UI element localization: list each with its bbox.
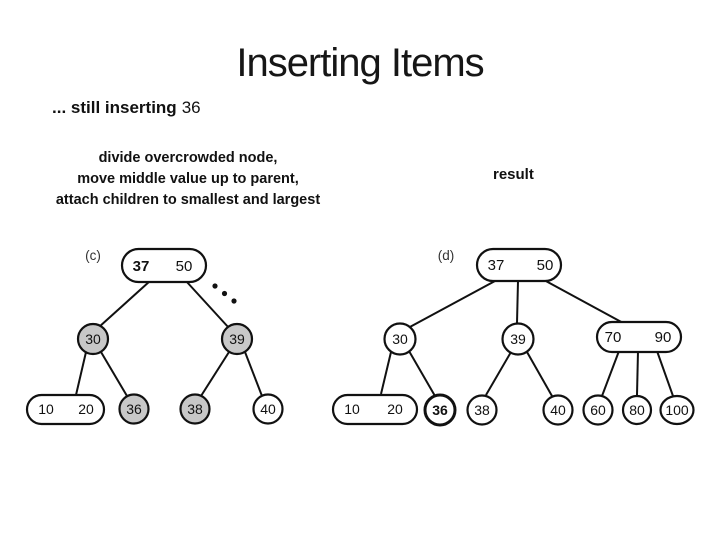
tree-c-label: (c) [85, 248, 101, 263]
tree-d-node-38: 38 [466, 394, 498, 426]
tree-d-value-90: 90 [655, 329, 672, 346]
tree-c-node-30: 30 [76, 322, 110, 356]
tree-d-value-38: 38 [474, 402, 490, 418]
edge-30-to-pill [380, 351, 392, 395]
tree-d-node-30: 30 [383, 322, 417, 356]
tree-d-circle-38 [466, 394, 498, 426]
tree-c-leaf-pill: 10 20 [25, 393, 106, 426]
instruction-line-3: attach children to smallest and largest [55, 192, 321, 208]
tree-d-circle-80 [621, 394, 653, 426]
tree-c-node-38: 38 [179, 393, 211, 425]
tree-c-circle-39 [220, 322, 254, 356]
tree-d-node-100: 100 [659, 394, 695, 426]
subtitle-value: 36 [181, 98, 201, 117]
instruction-line-1: divide overcrowded node, [98, 150, 278, 166]
tree-d-node-70-90: 70 90 [595, 320, 683, 354]
tree-d-pill-70-90 [595, 320, 683, 354]
tree-d-node-36: 36 [423, 393, 457, 427]
tree-c-ellipsis-dots [212, 283, 237, 304]
edge-root-to-39 [516, 280, 519, 324]
edge-30-to-36 [408, 350, 436, 397]
dot-icon [221, 290, 228, 297]
tree-d-node-80: 80 [621, 394, 653, 426]
tree-d-root-pill [475, 247, 563, 283]
tree-d-value-60: 60 [590, 402, 606, 418]
edge-root-to-70-90 [543, 279, 626, 325]
tree-d-circle-39 [501, 322, 535, 356]
tree-d-label: (d) [438, 248, 455, 263]
tree-c-circle-38 [179, 393, 211, 425]
tree-d-root-key-37: 37 [488, 257, 505, 274]
tree-c-value-40: 40 [260, 401, 276, 417]
tree-c-edges [75, 280, 263, 397]
tree-c-root-pill [120, 247, 208, 284]
tree-c-circle-36 [118, 393, 150, 425]
tree-d-value-80: 80 [629, 402, 645, 418]
tree-c-node-39: 39 [220, 322, 254, 356]
tree-c-value-10: 10 [38, 401, 54, 417]
tree-d-circle-100 [659, 394, 695, 426]
tree-c-value-30: 30 [85, 331, 101, 347]
instructions: divide overcrowded node, move middle val… [32, 148, 344, 211]
tree-c-node-36: 36 [118, 393, 150, 425]
tree-c-value-36: 36 [126, 401, 142, 417]
edge-30-to-36 [100, 351, 128, 397]
tree-c-node-40: 40 [252, 393, 284, 425]
tree-c-circle-30 [76, 322, 110, 356]
tree-c-pill-10-20 [25, 393, 106, 426]
tree-d-value-100: 100 [665, 402, 689, 418]
edge-root-to-30 [407, 280, 496, 329]
edge-root-to-39 [185, 280, 230, 329]
edge-39-to-38 [200, 351, 230, 397]
edge-root-to-30 [98, 280, 151, 328]
tree-d-root-node: 37 50 [475, 247, 563, 283]
tree-d-node-39: 39 [501, 322, 535, 356]
instruction-line-2: move middle value up to parent, [77, 171, 299, 187]
tree-c-circle-40 [252, 393, 284, 425]
tree-c-value-39: 39 [229, 331, 245, 347]
tree-d-leaf-pill: 10 20 [331, 393, 419, 426]
tree-c-root-node: 37 50 [120, 247, 208, 284]
tree-d-value-40: 40 [550, 402, 566, 418]
tree-d-value-36: 36 [432, 402, 448, 418]
edge-30-to-pill [75, 351, 87, 396]
tree-d-value-39: 39 [510, 331, 526, 347]
tree-d-value-70: 70 [605, 329, 622, 346]
edge-70-90-to-100 [656, 350, 674, 397]
tree-d-value-30: 30 [392, 331, 408, 347]
page-title: Inserting Items [236, 41, 484, 85]
tree-d-value-10: 10 [344, 401, 360, 417]
tree-d-edges [380, 279, 674, 397]
tree-d-root-key-50: 50 [537, 257, 554, 274]
tree-c-root-key-50: 50 [176, 258, 193, 275]
tree-d-node-60: 60 [582, 394, 614, 426]
tree-d: (d) 37 50 30 [331, 247, 695, 427]
result-label: result [493, 166, 534, 183]
tree-c-root-key-37: 37 [133, 258, 150, 275]
edge-39-to-38 [485, 351, 512, 396]
edge-70-90-to-60 [601, 350, 620, 397]
tree-d-circle-30 [383, 322, 417, 356]
tree-d-node-40: 40 [542, 394, 574, 426]
subtitle-lead: ... still inserting [52, 98, 177, 117]
tree-d-circle-60 [582, 394, 614, 426]
dot-icon [212, 283, 218, 289]
tree-d-pill-10-20 [331, 393, 419, 426]
tree-d-circle-36 [423, 393, 457, 427]
edge-39-to-40 [526, 351, 553, 397]
tree-c-value-20: 20 [78, 401, 94, 417]
tree-d-value-20: 20 [387, 401, 403, 417]
tree-d-circle-40 [542, 394, 574, 426]
dot-icon [231, 298, 237, 304]
tree-c-value-38: 38 [187, 401, 203, 417]
tree-c: (c) 37 50 30 [25, 247, 284, 426]
edge-70-90-to-80 [636, 350, 639, 396]
edge-39-to-40 [244, 351, 263, 397]
